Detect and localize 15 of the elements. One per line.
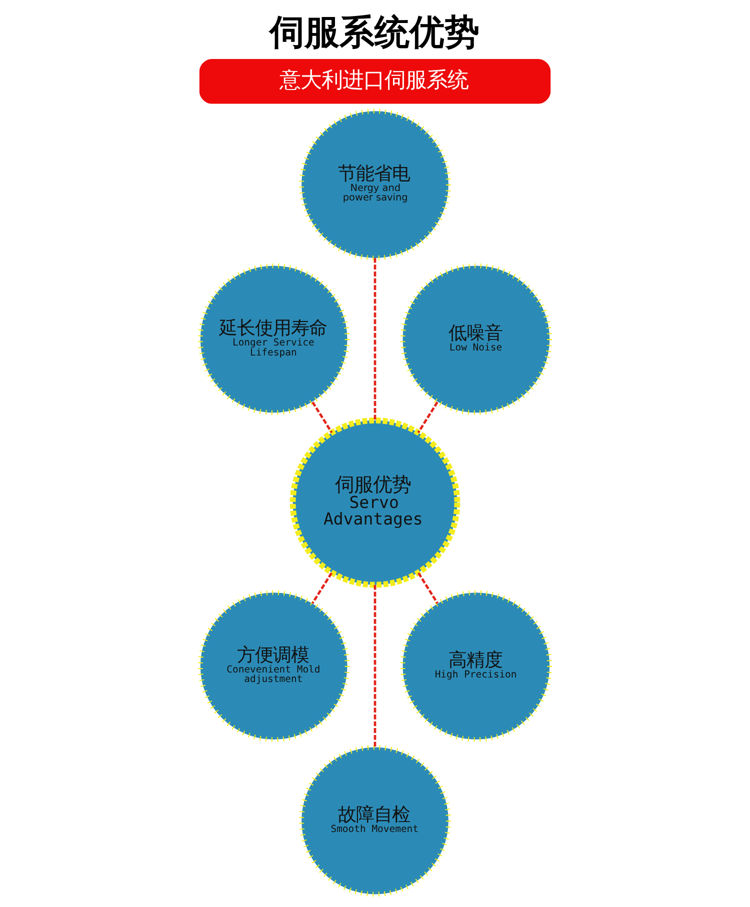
connector [418, 572, 438, 604]
diagram-title: 伺服系统优势 [269, 12, 480, 53]
connector [374, 585, 376, 748]
node-box: 意大利进口伺服系统 [199, 59, 551, 104]
node-circle: 方便调模 Conevenient Mold adjustment [198, 590, 350, 742]
node-circle: 伺服优势 Servo Advantages [290, 418, 460, 588]
connector [312, 572, 332, 604]
node-circle: 高精度 High Precision [400, 590, 552, 742]
connector [312, 402, 333, 434]
node-circle: 低噪音 Low Noise [400, 263, 552, 416]
connector [417, 402, 438, 434]
node-circle: 延长使用寿命 Longer Service Lifespan [198, 263, 350, 416]
node-circle: 节能省电 Nergy and power saving [299, 108, 451, 260]
connector [374, 258, 376, 420]
node-circle: 故障自检 Smooth Movement [299, 744, 451, 897]
